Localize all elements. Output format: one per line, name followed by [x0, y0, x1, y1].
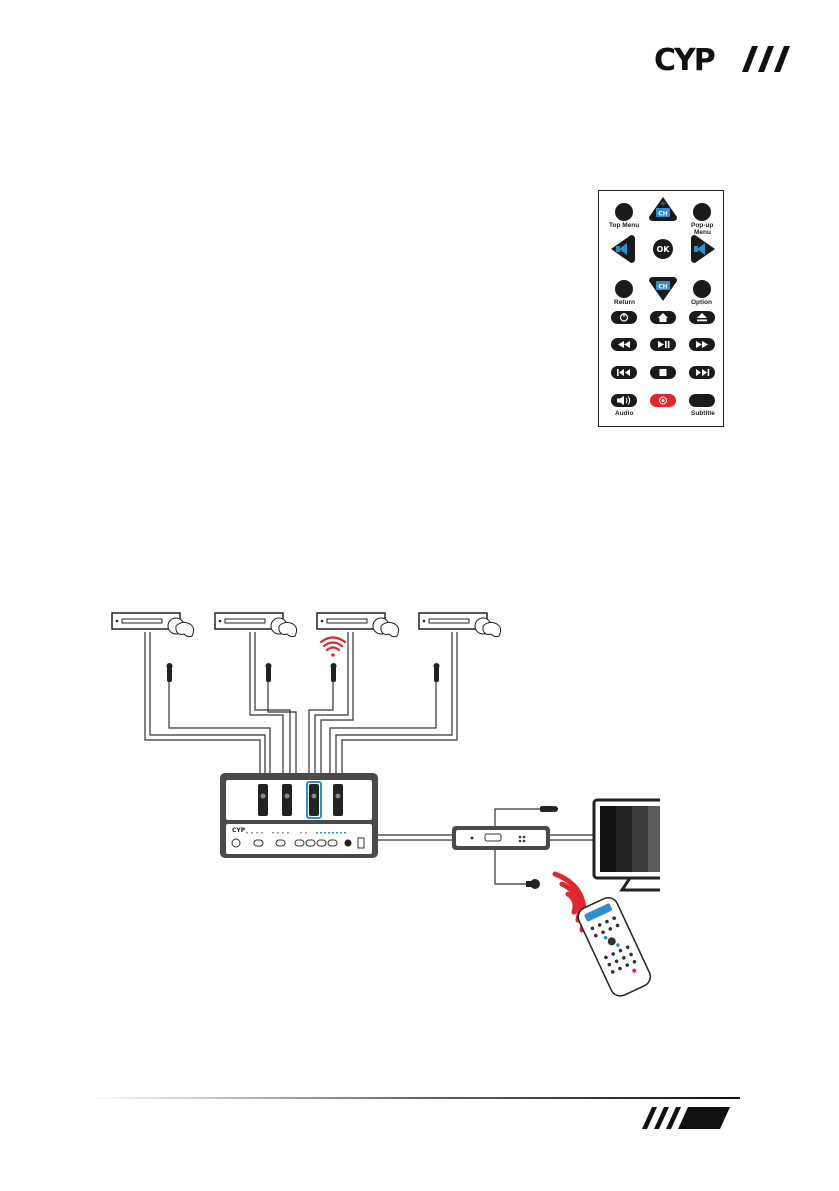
home-button — [650, 311, 676, 324]
ir-receiver-cable-eye — [526, 879, 540, 889]
ir-receiver-box — [452, 826, 550, 850]
television — [594, 800, 660, 890]
svg-text:CYP: CYP — [232, 827, 246, 834]
record-button — [650, 394, 676, 407]
source-device-3 — [317, 613, 399, 637]
top-menu-label: Top Menu — [609, 223, 639, 230]
ir-emitter-2 — [266, 663, 272, 682]
svg-text:OK: OK — [657, 245, 671, 254]
footer-slash-mark — [640, 1107, 730, 1129]
svg-text:CH: CH — [658, 211, 667, 218]
ir-routing-diagram: CYP — [100, 600, 660, 1010]
fast-forward-button — [689, 338, 715, 351]
eject-button — [689, 311, 715, 324]
logo-text: CYP — [654, 44, 715, 74]
remote-button-panel: CH + OK CH Top Menu P — [598, 190, 724, 427]
subtitle-button — [689, 394, 715, 407]
next-button — [689, 366, 715, 379]
hdmi-switch-unit: CYP — [220, 773, 378, 858]
previous-button — [611, 366, 637, 379]
popup-menu-label-2: Menu — [694, 230, 711, 237]
play-pause-button — [650, 338, 676, 351]
source-device-1 — [112, 613, 194, 637]
popup-menu-button — [693, 203, 711, 221]
cyp-logo: CYP — [654, 44, 794, 74]
audio-label: Audio — [615, 411, 633, 418]
handheld-remote — [575, 894, 654, 999]
return-label: Return — [614, 300, 635, 307]
option-label: Option — [691, 300, 712, 307]
top-menu-button — [615, 203, 633, 221]
ir-emitter-3 — [331, 663, 337, 682]
audio-button — [611, 394, 637, 407]
svg-text:+: + — [660, 199, 667, 208]
stop-button — [650, 366, 676, 379]
footer-rule — [90, 1097, 740, 1099]
source-device-4 — [419, 613, 501, 637]
source-device-2 — [215, 613, 297, 637]
subtitle-label: Subtitle — [691, 411, 715, 418]
ir-signal-small-icon — [321, 638, 345, 657]
option-button — [693, 280, 711, 298]
rewind-button — [611, 338, 637, 351]
ir-emitter-1 — [167, 663, 173, 682]
ir-receiver-cable-end — [540, 806, 558, 812]
ir-emitter-4 — [434, 663, 440, 682]
svg-text:CH: CH — [658, 284, 667, 291]
power-button — [611, 311, 637, 324]
return-button — [615, 280, 633, 298]
